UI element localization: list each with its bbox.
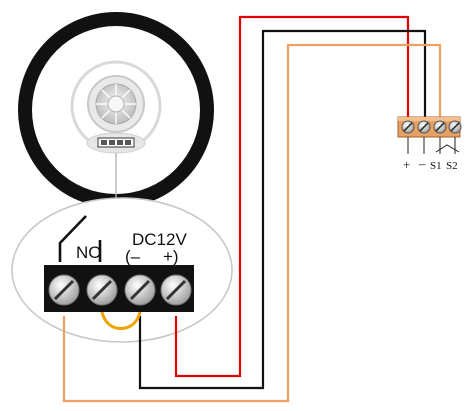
wiring [62, 15, 442, 403]
plus-terminal-label: +) [163, 247, 179, 266]
pir-lens-icon [95, 83, 137, 125]
remote-label-minus: – [418, 156, 426, 171]
screw-terminal [401, 120, 415, 134]
screw-terminal [433, 120, 447, 134]
screw-terminal [86, 274, 118, 306]
nc-switch-symbol [435, 144, 460, 153]
motion-detector [18, 12, 214, 208]
remote-label-plus: + [403, 157, 410, 172]
screw-terminal [417, 120, 431, 134]
remote-terminal-block: + – S1 S2 [397, 116, 462, 172]
remote-pins [407, 137, 456, 154]
no-label: NO [76, 243, 102, 262]
remote-label-s2: S2 [446, 160, 458, 172]
remote-label-s1: S1 [430, 160, 442, 172]
screw-terminal [124, 274, 156, 306]
dc-voltage-label: DC12V [132, 230, 187, 249]
minus-terminal-label: (– [125, 247, 141, 266]
screw-terminal [48, 274, 80, 306]
wire-red [174, 15, 410, 378]
wire-orange [62, 43, 442, 403]
relay-contact-symbol [58, 215, 87, 262]
screw-terminal [448, 120, 462, 134]
screw-terminal [160, 274, 192, 306]
detector-terminal-window [86, 132, 146, 154]
relay-terminal-block: NO DC12V (– +) [44, 215, 194, 312]
